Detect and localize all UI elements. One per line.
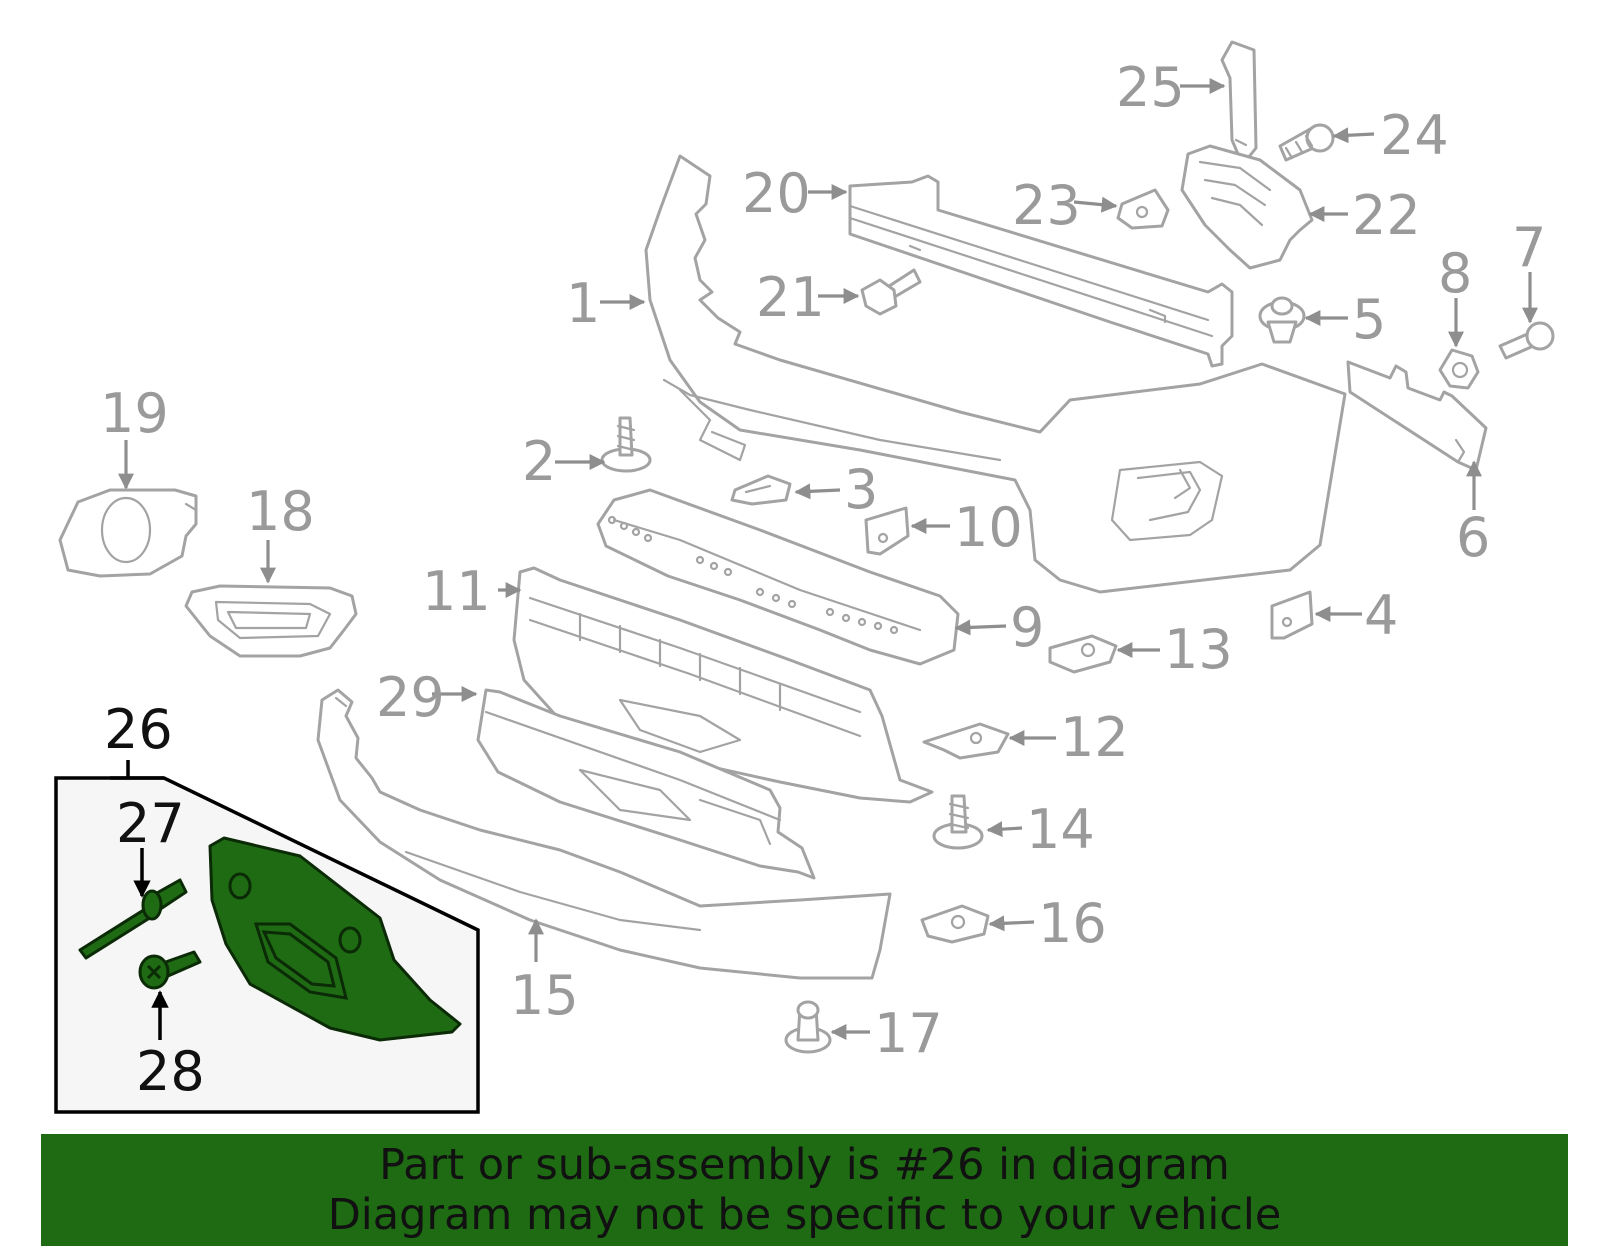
callout-4: 4 bbox=[1364, 584, 1398, 647]
callout-18: 18 bbox=[246, 480, 315, 543]
bolt-part-27[interactable] bbox=[78, 878, 188, 960]
fog-lamp-bezel-part-19[interactable] bbox=[58, 488, 198, 578]
bracket-part-10[interactable] bbox=[864, 506, 910, 556]
banner-line-1: Part or sub-assembly is #26 in diagram bbox=[379, 1140, 1230, 1190]
bracket-part-25[interactable] bbox=[1220, 40, 1258, 160]
fog-lamp-part-18[interactable] bbox=[184, 584, 358, 658]
callout-27: 27 bbox=[116, 792, 185, 855]
callout-1: 1 bbox=[566, 272, 600, 335]
nut-part-23[interactable] bbox=[1116, 188, 1170, 230]
leader-arrows bbox=[118, 78, 1538, 1040]
nut-part-8[interactable] bbox=[1438, 348, 1480, 390]
callout-23: 23 bbox=[1012, 174, 1081, 237]
reinforcement-part-20[interactable] bbox=[848, 174, 1234, 368]
callout-19: 19 bbox=[100, 382, 169, 445]
clip-nut-part-13[interactable] bbox=[1048, 634, 1118, 674]
leader-arrows-dark bbox=[133, 848, 169, 1040]
callout-9: 9 bbox=[1010, 596, 1044, 659]
bolt-part-7[interactable] bbox=[1498, 321, 1555, 360]
callout-22: 22 bbox=[1352, 184, 1421, 247]
callout-14: 14 bbox=[1026, 798, 1095, 861]
lower-valance-part-15[interactable] bbox=[316, 688, 892, 980]
bolt-part-14[interactable] bbox=[932, 794, 984, 850]
bracket-part-22[interactable] bbox=[1180, 144, 1314, 270]
callout-5: 5 bbox=[1352, 288, 1386, 351]
callout-25: 25 bbox=[1116, 56, 1185, 119]
bolt-part-24[interactable] bbox=[1278, 123, 1335, 162]
callout-13: 13 bbox=[1164, 618, 1233, 681]
callout-11: 11 bbox=[422, 560, 491, 623]
push-clip-part-5[interactable] bbox=[1258, 296, 1306, 344]
skid-plate-part-29[interactable] bbox=[476, 688, 816, 880]
license-bracket-part-26[interactable] bbox=[208, 836, 462, 1042]
callout-7: 7 bbox=[1512, 216, 1546, 279]
info-banner: Part or sub-assembly is #26 in diagram D… bbox=[41, 1134, 1568, 1246]
callout-17: 17 bbox=[874, 1002, 943, 1065]
callout-20: 20 bbox=[742, 162, 811, 225]
callout-24: 24 bbox=[1380, 104, 1449, 167]
lower-bracket-part-11[interactable] bbox=[512, 566, 934, 804]
trim-part-6[interactable] bbox=[1346, 360, 1488, 472]
callout-16: 16 bbox=[1038, 892, 1107, 955]
callout-8: 8 bbox=[1438, 242, 1472, 305]
banner-line-2: Diagram may not be specific to your vehi… bbox=[327, 1190, 1282, 1240]
callout-6: 6 bbox=[1456, 506, 1490, 569]
bracket-part-4[interactable] bbox=[1270, 590, 1314, 640]
screw-part-28[interactable] bbox=[138, 950, 202, 990]
callout-labels: 1 2 3 4 5 6 7 8 9 10 11 12 13 14 15 16 1… bbox=[100, 56, 1546, 1103]
callout-26: 26 bbox=[104, 698, 173, 761]
callout-12: 12 bbox=[1060, 706, 1129, 769]
absorber-part-9[interactable] bbox=[596, 488, 960, 666]
push-pin-part-17[interactable] bbox=[784, 1000, 832, 1054]
callout-29: 29 bbox=[376, 666, 445, 729]
callout-28: 28 bbox=[136, 1040, 205, 1103]
clip-part-3[interactable] bbox=[730, 474, 792, 506]
bolt-part-21[interactable] bbox=[860, 268, 922, 316]
callout-21: 21 bbox=[756, 266, 825, 329]
bolt-part-2[interactable] bbox=[600, 416, 652, 473]
callout-15: 15 bbox=[510, 964, 579, 1027]
bumper-cover-part-1[interactable] bbox=[644, 154, 1347, 594]
clip-part-12[interactable] bbox=[922, 722, 1010, 760]
callout-3: 3 bbox=[844, 458, 878, 521]
callout-2: 2 bbox=[522, 430, 556, 493]
clip-nut-part-16[interactable] bbox=[920, 904, 990, 944]
callout-10: 10 bbox=[954, 496, 1023, 559]
